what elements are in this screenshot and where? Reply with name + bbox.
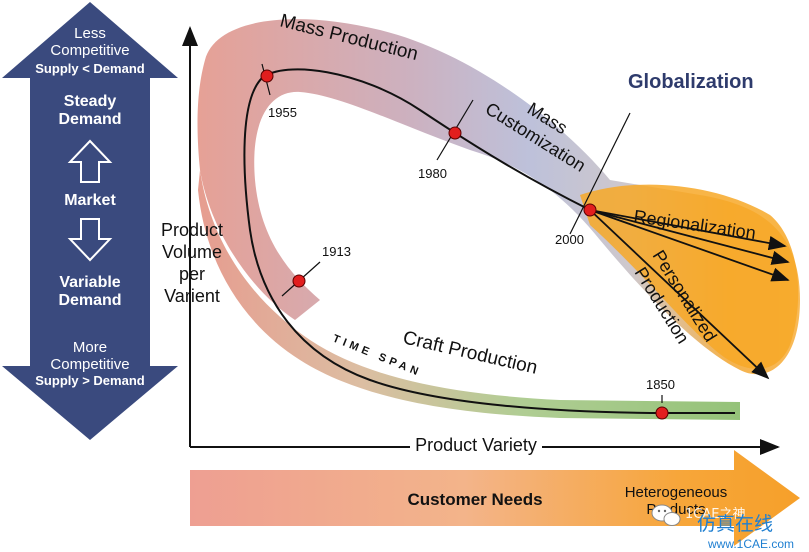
label-globalization: Globalization [628, 71, 754, 93]
marker-1913 [292, 274, 306, 288]
market-variable-line2: Demand [58, 292, 121, 309]
orange-fan-band [580, 184, 799, 369]
regionalization-arrow-2 [589, 209, 790, 265]
axes: Product Volume per Varient Product Varie… [161, 26, 780, 458]
x-axis-label: Product Variety [415, 435, 537, 455]
y-axis-label-line4: Varient [164, 286, 220, 306]
marker-1980 [448, 126, 462, 140]
marker-1955 [260, 69, 274, 83]
wechat-icon [651, 504, 681, 526]
customer-needs-label: Customer Needs [407, 490, 542, 509]
corner-watermark: 1CAE之神 仿真在线 www.1CAE.com [651, 504, 794, 551]
personalized-arrow [589, 209, 770, 380]
arrow-down-outline-icon [67, 218, 113, 262]
market-panel: Less Competitive Supply < Demand Steady … [2, 2, 178, 440]
x-axis-label-bg [410, 432, 542, 458]
tick-2000 [569, 112, 631, 235]
evolution-curve [243, 63, 790, 420]
market-steady-line2: Demand [58, 111, 121, 128]
market-bottom-line2: Competitive [50, 356, 129, 373]
regionalization-arrow-3 [589, 209, 790, 282]
arrow-up-outline-icon [67, 139, 113, 183]
market-double-arrow [2, 2, 178, 440]
market-top-line2: Competitive [50, 42, 129, 59]
market-top-line1: Less [74, 25, 106, 42]
y-axis-label-line3: per [179, 264, 205, 284]
customer-arrow-shape [190, 450, 800, 546]
year-1955: 1955 [268, 105, 297, 120]
year-1850: 1850 [646, 377, 675, 392]
y-axis-label-line1: Product [161, 220, 223, 240]
year-1913: 1913 [322, 244, 351, 259]
watermark-wechat-text: 1CAE之神 [685, 507, 745, 522]
year-labels: 1955 1980 2000 1913 1850 [268, 105, 675, 392]
evolution-bands [197, 19, 801, 420]
marker-2000 [583, 203, 597, 217]
year-1980: 1980 [418, 166, 447, 181]
year-2000: 2000 [555, 232, 584, 247]
upper-band [197, 19, 801, 375]
market-center-label: Market [64, 192, 116, 209]
craft-band-curve [198, 170, 740, 420]
heterogeneous-line1: Heterogeneous [625, 484, 728, 501]
market-variable-line1: Variable [59, 274, 120, 291]
watermark-cn: 仿真在线 [697, 513, 773, 535]
main-curve [243, 68, 735, 414]
regionalization-arrow-1 [589, 209, 787, 251]
watermark-url: www.1CAE.com [707, 537, 794, 551]
market-bottom-line1: More [73, 339, 107, 356]
watermark-center: 1CAE.COM [323, 260, 481, 293]
market-top-line3: Supply < Demand [35, 61, 144, 76]
market-steady-line1: Steady [64, 93, 117, 110]
y-axis-label-line2: Volume [162, 242, 222, 262]
marker-1850 [655, 406, 669, 420]
market-bottom-line3: Supply > Demand [35, 373, 144, 388]
